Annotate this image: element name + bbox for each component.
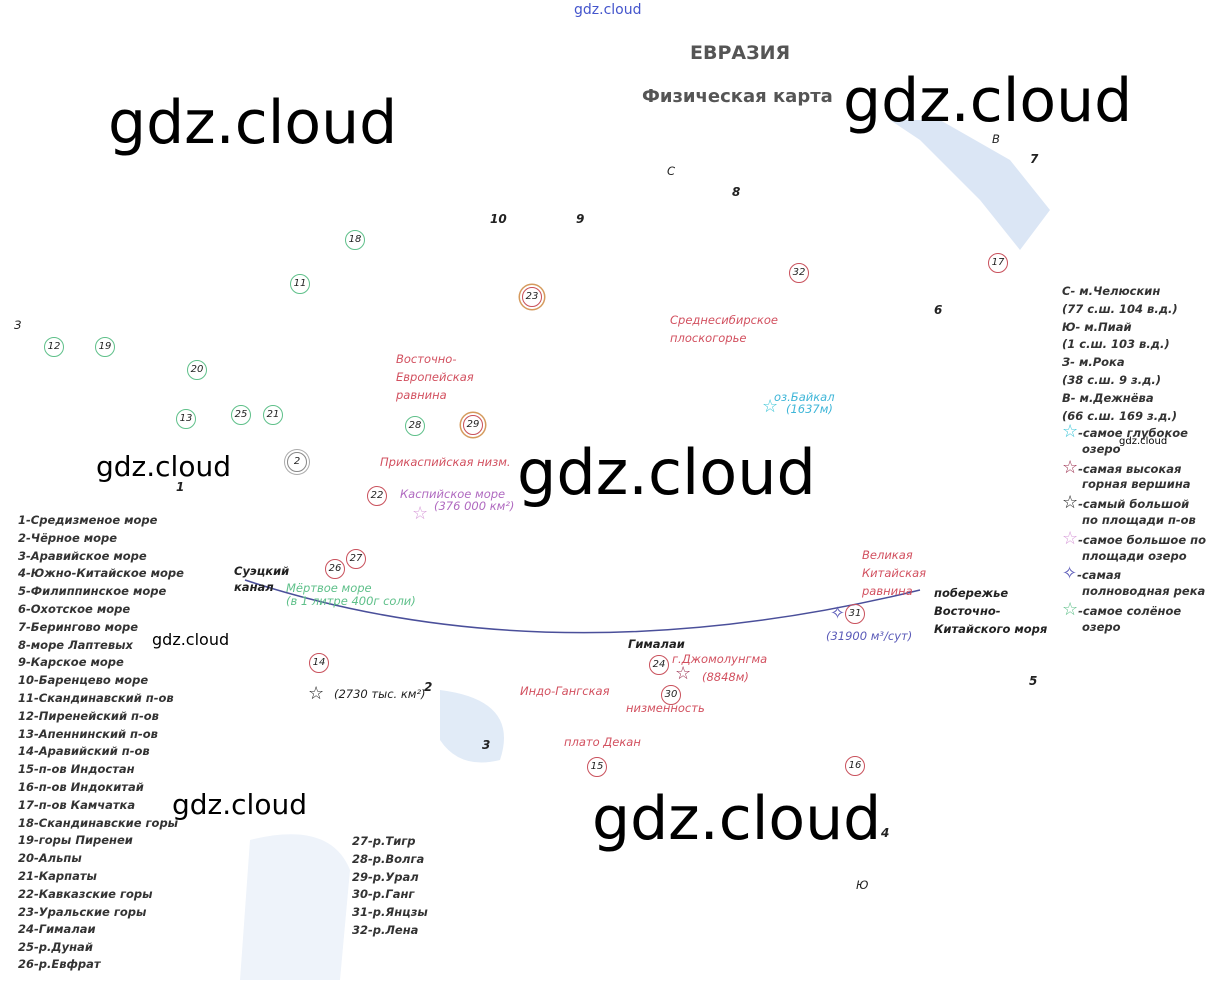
ocean-fill <box>240 834 350 980</box>
arabian-sea-fill <box>440 690 504 763</box>
label-yangtze-flow: (31900 м³/сут) <box>826 629 913 643</box>
watermark: gdz.cloud <box>592 784 882 854</box>
map-title: ЕВРАЗИЯ <box>690 42 791 64</box>
sea-number: 1 <box>176 480 185 494</box>
point-yu: Ю <box>856 878 869 892</box>
sea-number: 5 <box>1029 674 1038 688</box>
label-deccan: плато Декан <box>564 735 641 749</box>
marker-21: 21 <box>263 405 283 425</box>
label-everest-height: (8848м) <box>702 670 749 684</box>
label-everest: г.Джомолунгма <box>672 652 768 666</box>
label-dead-sea-salt: (в 1 литре 400г соли) <box>286 594 416 608</box>
label-lowland: низменность <box>626 701 705 715</box>
watermark: gdz.cloud <box>96 450 231 483</box>
star-icon: ☆ <box>1062 421 1079 442</box>
marker-27: 27 <box>346 549 366 569</box>
marker-15: 15 <box>587 757 607 777</box>
label-caspian-area: (376 000 км²) <box>434 499 515 513</box>
sea-number: 2 <box>424 680 433 694</box>
label-baikal: оз.Байкал <box>774 390 835 404</box>
star-icon: ☆ <box>675 663 692 684</box>
star-icon: ☆ <box>1062 456 1079 478</box>
point-z: З <box>14 318 22 332</box>
marker-20: 20 <box>187 360 207 380</box>
label-baikal-depth: (1637м) <box>786 402 833 416</box>
legend-extreme-points: С- м.Челюскин(77 с.ш. 104 в.д.)Ю- м.Пиай… <box>1062 284 1178 423</box>
watermark: gdz.cloud <box>843 66 1133 136</box>
watermark: gdz.cloud <box>172 788 307 821</box>
marker-23: 23 <box>522 287 542 307</box>
star-icon: ☆ <box>1062 598 1079 620</box>
sea-number: 7 <box>1030 152 1039 166</box>
sea-number: 6 <box>934 303 943 317</box>
route-line <box>244 579 921 634</box>
sea-number: 8 <box>732 185 741 199</box>
marker-2: 2 <box>287 452 307 472</box>
top-link[interactable]: gdz.cloud <box>574 2 642 18</box>
marker-12: 12 <box>44 337 64 357</box>
star-icon: ☆ <box>1062 527 1079 549</box>
sea-number: 9 <box>576 212 585 226</box>
sea-number: 10 <box>490 212 507 226</box>
marker-26: 26 <box>325 559 345 579</box>
marker-19: 19 <box>95 337 115 357</box>
star-icon: ☆ <box>1062 492 1079 514</box>
label-caspian-lowland: Прикаспийская низм. <box>380 455 511 469</box>
marker-24: 24 <box>649 655 669 675</box>
marker-14: 14 <box>309 653 329 673</box>
star-icon: ☆ <box>308 683 325 704</box>
marker-32: 32 <box>789 263 809 283</box>
map-subtitle: Физическая карта <box>642 86 833 107</box>
marker-28: 28 <box>405 416 425 436</box>
label-caspian-sea: Каспийское море <box>400 487 506 501</box>
star-icon: ☆ <box>412 503 429 524</box>
watermark: gdz.cloud <box>152 630 230 649</box>
point-b: В <box>992 132 1000 146</box>
marker-18: 18 <box>345 230 365 250</box>
watermark: gdz.cloud <box>108 88 398 158</box>
marker-30: 30 <box>661 685 681 705</box>
label-himalaya: Гималаи <box>628 637 685 651</box>
star-icon: ✧ <box>830 603 846 624</box>
label-dead-sea: Мёртвое море <box>286 581 372 595</box>
label-arabia-area: (2730 тыс. км²) <box>334 687 426 701</box>
sea-fill <box>890 120 1050 250</box>
star-icon: ✧ <box>1062 563 1078 585</box>
point-c: С <box>667 164 676 178</box>
marker-25: 25 <box>231 405 251 425</box>
watermark: gdz.cloud <box>1119 436 1168 447</box>
marker-13: 13 <box>176 409 196 429</box>
marker-17: 17 <box>988 253 1008 273</box>
marker-29: 29 <box>463 415 483 435</box>
watermark: gdz.cloud <box>517 436 816 509</box>
star-icon: ☆ <box>762 396 779 417</box>
marker-16: 16 <box>845 756 865 776</box>
marker-11: 11 <box>290 274 310 294</box>
sea-number: 4 <box>881 826 890 840</box>
marker-31: 31 <box>845 604 865 624</box>
sea-number: 3 <box>482 738 491 752</box>
marker-22: 22 <box>367 486 387 506</box>
label-indo-gangetic: Индо-Гангская <box>520 684 610 698</box>
